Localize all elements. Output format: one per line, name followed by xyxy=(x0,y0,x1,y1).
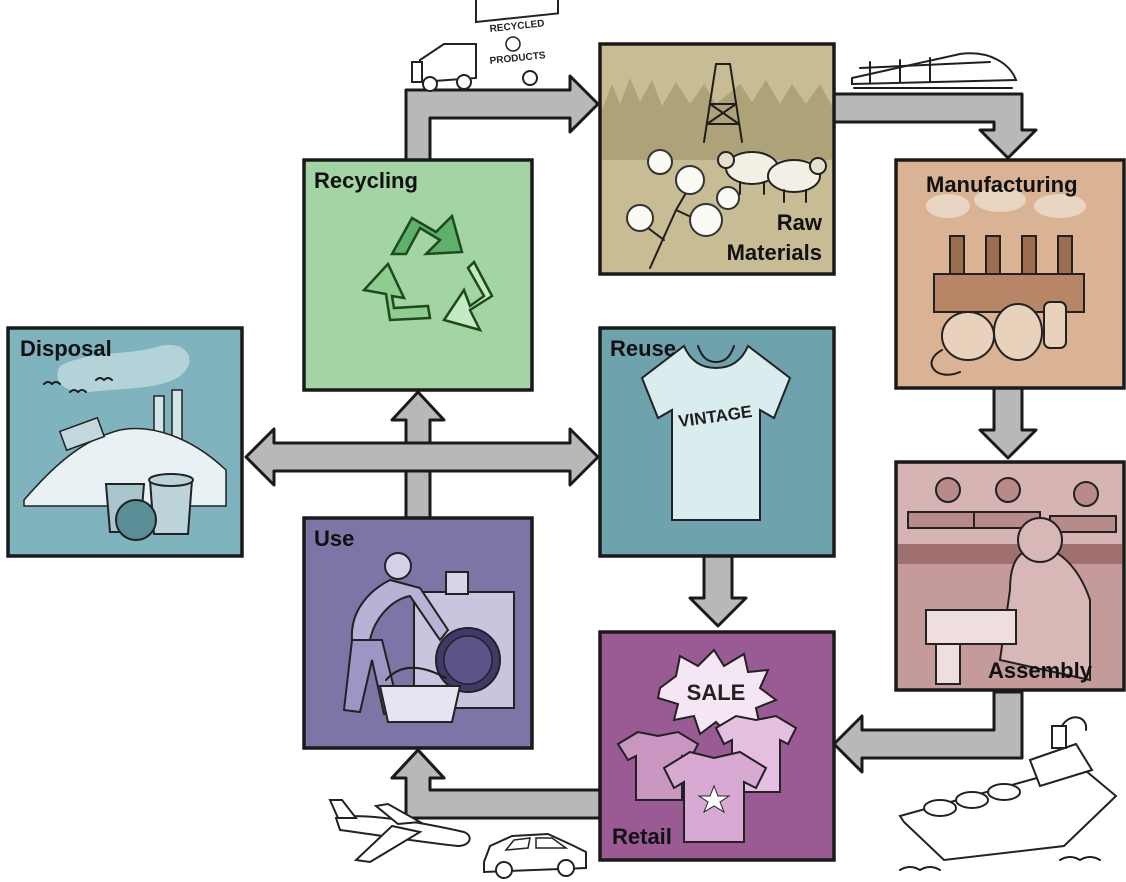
trash-cans-icon xyxy=(104,473,194,541)
workers-icon xyxy=(907,477,1117,533)
smokestacks-icon xyxy=(57,344,190,453)
raw-materials-label-line2: Materials xyxy=(727,240,822,265)
tshirts-icon xyxy=(616,714,798,843)
stage-disposal: Disposal xyxy=(6,326,244,558)
retail-label: Retail xyxy=(612,824,672,849)
arrow-raw-materials-to-manufacturing xyxy=(832,92,1038,160)
stage-use: Use xyxy=(302,516,534,750)
arrow-reuse-to-retail xyxy=(688,554,748,628)
spools-icon xyxy=(930,301,1067,376)
arrow-disposal-reuse-double xyxy=(244,427,600,487)
sale-text: SALE xyxy=(687,680,746,705)
arrow-assembly-to-retail xyxy=(832,690,1024,774)
sewing-machine-icon xyxy=(925,517,1091,685)
oil-derrick-icon xyxy=(703,63,743,143)
sheep-icon xyxy=(717,151,827,203)
assembly-label: Assembly xyxy=(988,658,1093,683)
train-icon xyxy=(851,52,1018,89)
truck-sign-line1: RECYCLED xyxy=(489,18,545,35)
truck-icon: RECYCLED PRODUCTS xyxy=(411,0,559,92)
car-icon xyxy=(483,832,587,879)
stage-assembly: Assembly xyxy=(894,460,1126,692)
raw-materials-label-line1: Raw xyxy=(777,210,823,235)
stage-raw-materials: Raw Materials xyxy=(598,42,836,276)
person-laundry-icon xyxy=(342,552,462,723)
truck-sign-line2: PRODUCTS xyxy=(489,50,546,67)
reuse-label: Reuse xyxy=(610,336,676,361)
birds-icon xyxy=(43,377,113,393)
stage-recycling: Recycling xyxy=(302,158,534,392)
recycling-label: Recycling xyxy=(314,168,418,193)
arrow-retail-to-use-body xyxy=(390,748,602,820)
arrow-manufacturing-to-assembly xyxy=(978,386,1038,460)
airplane-icon xyxy=(328,799,471,864)
vintage-tshirt-icon: VINTAGE xyxy=(640,344,792,521)
recycle-symbol-icon xyxy=(361,213,494,332)
use-label: Use xyxy=(314,526,354,551)
stage-reuse: VINTAGE Reuse xyxy=(598,326,836,558)
smoke-icon xyxy=(926,188,1086,218)
sale-burst-icon: SALE xyxy=(656,648,779,738)
arrow-recycling-to-raw-materials xyxy=(404,74,600,162)
disposal-label: Disposal xyxy=(20,336,112,361)
cotton-plant-icon xyxy=(626,149,740,269)
stage-retail: SALE Retail xyxy=(598,630,836,862)
manufacturing-label: Manufacturing xyxy=(926,172,1078,197)
recycling-box xyxy=(302,158,534,392)
ship-icon xyxy=(898,716,1118,871)
stage-manufacturing: Manufacturing xyxy=(894,158,1126,390)
